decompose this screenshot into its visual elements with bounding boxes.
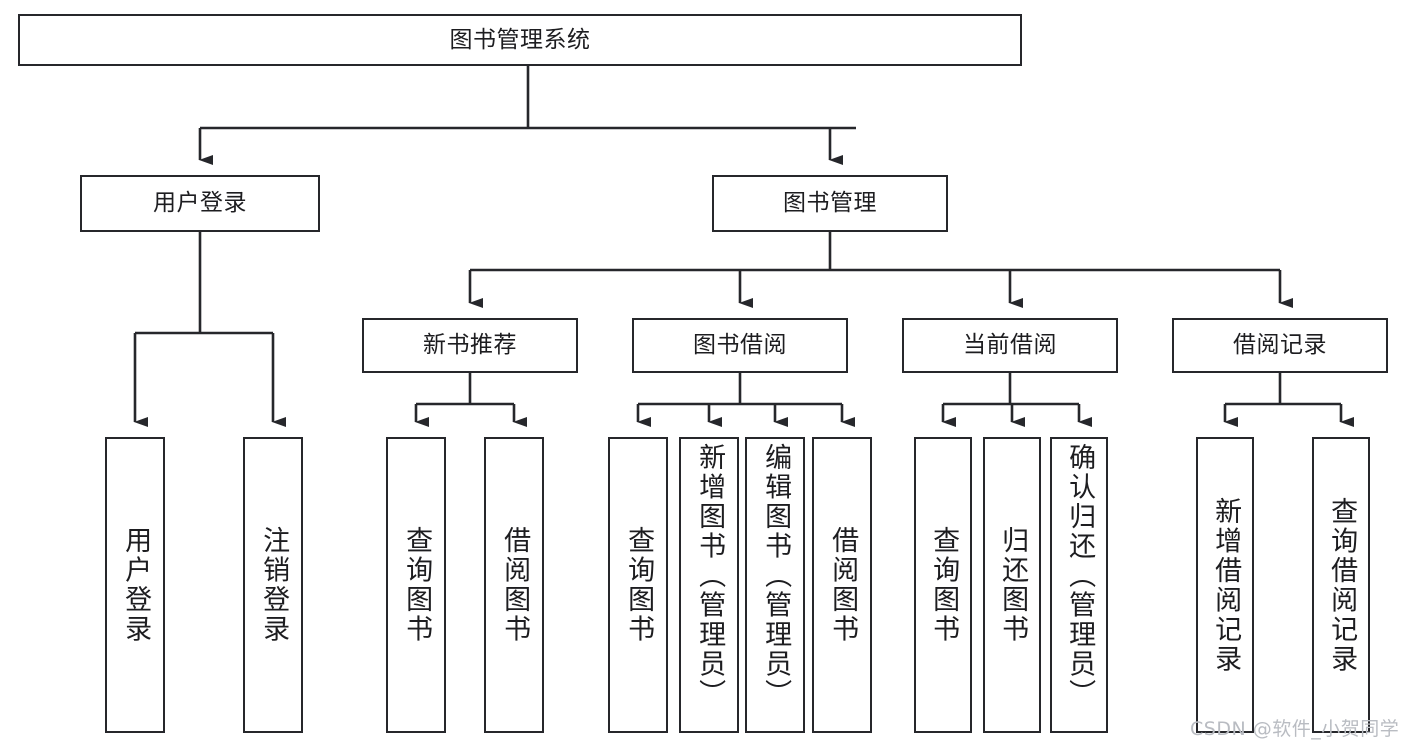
node-leaf-borrow-book-2[interactable]: 借阅图书 [812, 437, 872, 733]
node-leaf-add-book[interactable]: 新增图书（管理员） [679, 437, 739, 733]
node-leaf-add-book-label: 新增图书（管理员） [694, 443, 726, 709]
node-book-manage[interactable]: 图书管理 [712, 175, 948, 232]
node-leaf-query-book-3[interactable]: 查询图书 [914, 437, 972, 733]
node-user-login[interactable]: 用户登录 [80, 175, 320, 232]
node-leaf-query-book-3-label: 查询图书 [928, 526, 960, 644]
node-leaf-return-book[interactable]: 归还图书 [983, 437, 1041, 733]
node-leaf-borrow-book-1[interactable]: 借阅图书 [484, 437, 544, 733]
node-new-book-recommend[interactable]: 新书推荐 [362, 318, 578, 373]
node-new-book-recommend-label: 新书推荐 [423, 332, 517, 358]
node-leaf-edit-book[interactable]: 编辑图书（管理员） [745, 437, 805, 733]
csdn-watermark: CSDN @软件_小贺同学 [1190, 718, 1400, 740]
node-leaf-borrow-book-2-label: 借阅图书 [827, 526, 859, 644]
node-leaf-query-book-2-label: 查询图书 [623, 526, 655, 644]
node-leaf-query-book-1[interactable]: 查询图书 [386, 437, 446, 733]
node-leaf-add-record-label: 新增借阅记录 [1210, 496, 1242, 674]
node-leaf-query-record-label: 查询借阅记录 [1326, 496, 1358, 674]
node-leaf-user-login-label: 用户登录 [120, 526, 152, 644]
node-leaf-query-book-2[interactable]: 查询图书 [608, 437, 668, 733]
node-leaf-edit-book-label: 编辑图书（管理员） [760, 443, 792, 709]
node-borrow-record-label: 借阅记录 [1233, 332, 1327, 358]
node-book-manage-label: 图书管理 [783, 190, 877, 216]
node-borrow-record[interactable]: 借阅记录 [1172, 318, 1388, 373]
node-leaf-user-logout-label: 注销登录 [258, 526, 290, 644]
node-leaf-user-login[interactable]: 用户登录 [105, 437, 165, 733]
node-leaf-add-record[interactable]: 新增借阅记录 [1196, 437, 1254, 733]
node-leaf-confirm-return-label: 确认归还（管理员） [1064, 443, 1096, 709]
node-root-label: 图书管理系统 [449, 26, 591, 53]
node-leaf-query-record[interactable]: 查询借阅记录 [1312, 437, 1370, 733]
node-leaf-confirm-return[interactable]: 确认归还（管理员） [1050, 437, 1108, 733]
node-root[interactable]: 图书管理系统 [18, 14, 1022, 66]
node-current-borrow[interactable]: 当前借阅 [902, 318, 1118, 373]
node-book-borrow-label: 图书借阅 [693, 332, 787, 358]
node-leaf-user-logout[interactable]: 注销登录 [243, 437, 303, 733]
node-current-borrow-label: 当前借阅 [963, 332, 1057, 358]
node-leaf-query-book-1-label: 查询图书 [401, 526, 433, 644]
node-leaf-return-book-label: 归还图书 [997, 526, 1029, 644]
node-leaf-borrow-book-1-label: 借阅图书 [499, 526, 531, 644]
node-book-borrow[interactable]: 图书借阅 [632, 318, 848, 373]
node-user-login-label: 用户登录 [153, 190, 247, 216]
